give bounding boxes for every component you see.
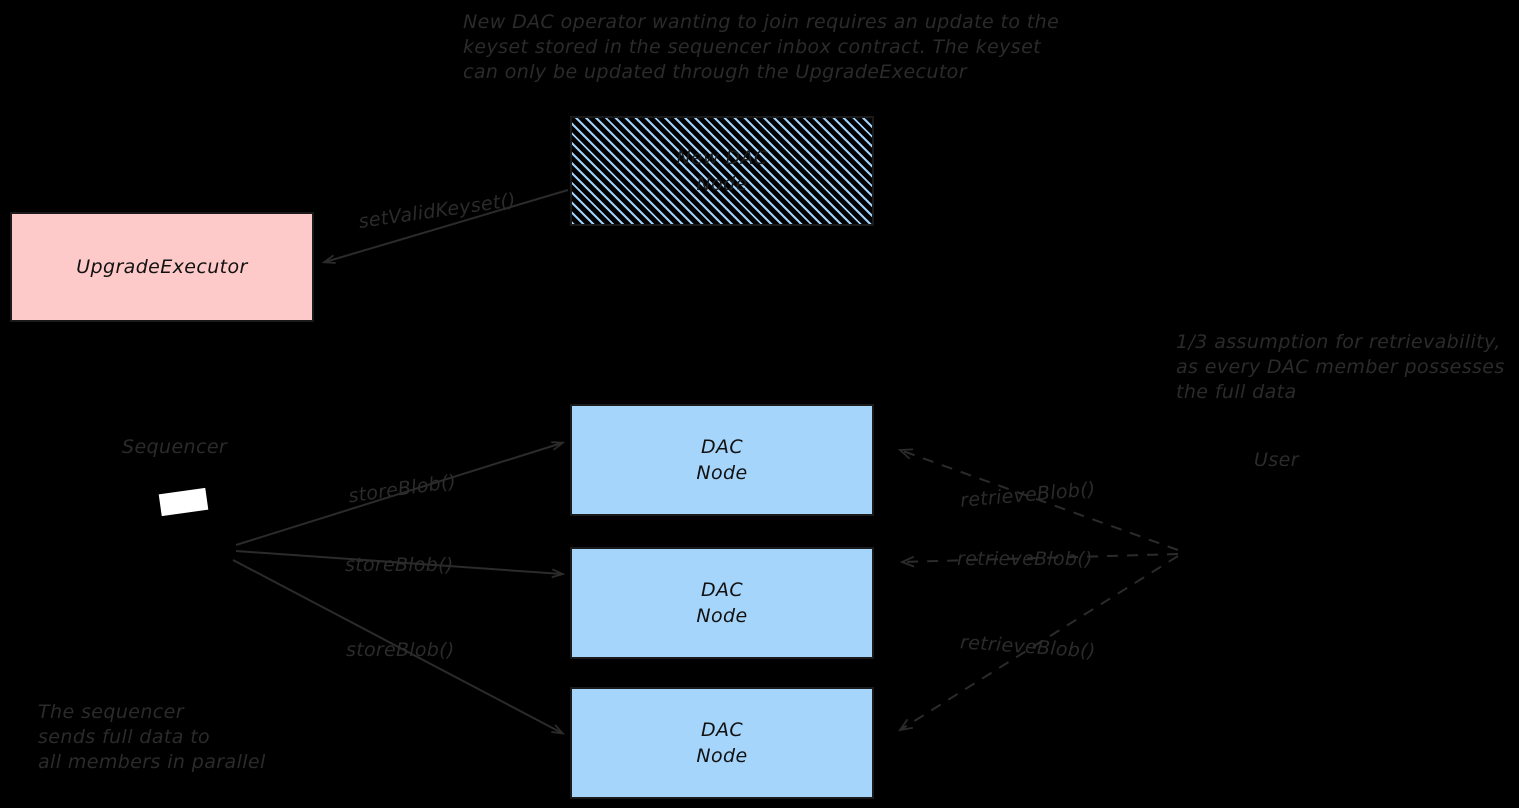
edge-label-set-valid-keyset: setValidKeyset()	[357, 189, 518, 233]
note-right: 1/3 assumption for retrievability, as ev…	[1176, 331, 1505, 403]
edge-label-retrieve-blob-1: retrieveBlob()	[959, 478, 1097, 512]
edge-label-retrieve-blob-3: retrieveBlob()	[959, 631, 1097, 663]
edge-label-store-blob-1: storeBlob()	[346, 470, 458, 508]
edge-label-store-blob-3: storeBlob()	[346, 639, 455, 661]
sequencer-shape	[158, 487, 209, 517]
edge-label-store-blob-2: storeBlob()	[345, 554, 454, 576]
note-bottom-left: The sequencer sends full data to all mem…	[38, 701, 266, 773]
edge-label-retrieve-blob-2: retrieveBlob()	[957, 548, 1093, 570]
node-upgrade-executor[interactable]: UpgradeExecutor	[10, 212, 314, 322]
node-dac-node-1[interactable]: DAC Node	[570, 404, 874, 516]
node-dac-node-3[interactable]: DAC Node	[570, 687, 874, 799]
node-new-dac-node[interactable]: New DAC Node	[570, 116, 874, 226]
note-top: New DAC operator wanting to join require…	[463, 11, 1060, 83]
sequencer-label: Sequencer	[122, 436, 228, 458]
node-dac-node-2[interactable]: DAC Node	[570, 547, 874, 659]
user-label: User	[1254, 449, 1299, 471]
